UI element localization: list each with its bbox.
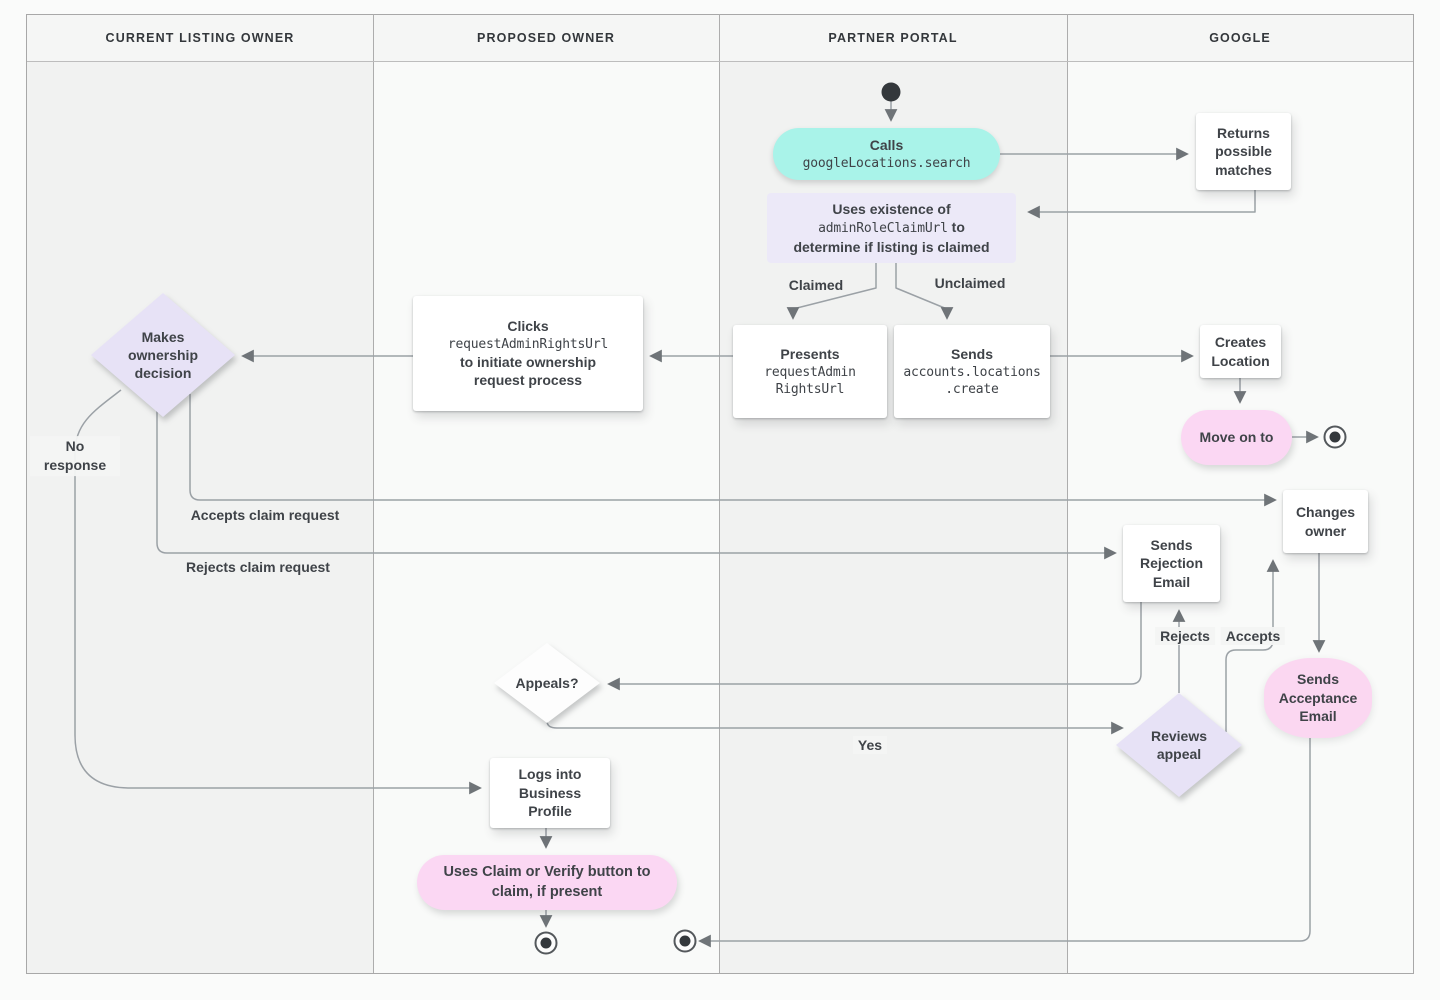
- edge-label-rejects-claim-request: Rejects claim request: [186, 559, 330, 575]
- creates-location-text: Creates Location: [1211, 333, 1270, 369]
- logs-into-business-profile-node: Logs into Business Profile: [490, 758, 610, 828]
- lane-divider: [1067, 14, 1068, 973]
- lane-header-partner-portal: PARTNER PORTAL: [719, 15, 1067, 61]
- edge-label-claimed: Claimed: [788, 277, 844, 293]
- reviews-appeal-text: Reviews appeal: [1150, 727, 1208, 762]
- uses-existence-code: adminRoleClaimUrl: [818, 221, 948, 237]
- presents-code-line2: RightsUrl: [775, 381, 845, 397]
- sends-create-title: Sends: [950, 345, 993, 362]
- sends-rejection-email-node: Sends Rejection Email: [1123, 525, 1220, 602]
- calls-google-locations-search-node: Calls googleLocations.search: [773, 128, 1000, 180]
- clicks-request-admin-rights-url-node: Clicks requestAdminRightsUrl to initiate…: [413, 296, 643, 411]
- presents-title: Presents: [780, 345, 840, 362]
- header-bottom-border: [27, 61, 1413, 62]
- appeals-decision-node: Appeals?: [494, 643, 600, 723]
- uses-existence-line3: determine if listing is claimed: [793, 238, 990, 255]
- edge-label-accepts-claim-request: Accepts claim request: [190, 507, 340, 523]
- uses-existence-line2-suffix: to: [947, 219, 965, 236]
- lane-header-google: GOOGLE: [1067, 15, 1413, 61]
- returns-possible-matches-node: Returns possible matches: [1196, 113, 1291, 190]
- changes-owner-node: Changes owner: [1283, 490, 1368, 553]
- edge-label-yes: Yes: [852, 736, 888, 754]
- lane-header-current-listing-owner: CURRENT LISTING OWNER: [27, 15, 373, 61]
- calls-code: googleLocations.search: [802, 155, 971, 171]
- sends-acceptance-email-text: Sends Acceptance Email: [1278, 671, 1358, 725]
- presents-request-admin-rights-url-node: Presents requestAdmin RightsUrl: [733, 325, 887, 418]
- sends-create-code-line1: accounts.locations: [903, 364, 1041, 380]
- calls-title: Calls: [869, 137, 904, 154]
- end-node-dot: [540, 937, 552, 949]
- edge-label-unclaimed: Unclaimed: [934, 275, 1006, 291]
- sends-acceptance-email-node: Sends Acceptance Email: [1264, 658, 1372, 738]
- makes-ownership-decision-node: Makes ownership decision: [91, 293, 235, 417]
- end-node-move-on: [1323, 425, 1347, 449]
- end-node-dot: [1329, 431, 1341, 443]
- end-node-dot: [679, 935, 691, 947]
- edge-label-no-response: No response: [30, 436, 120, 476]
- reviews-appeal-node: Reviews appeal: [1116, 693, 1242, 797]
- uses-existence-line2: adminRoleClaimUrl to: [818, 218, 965, 237]
- lane-header-proposed-owner: PROPOSED OWNER: [373, 15, 719, 61]
- lane-divider: [719, 14, 720, 973]
- uses-claim-or-verify-node: Uses Claim or Verify button to claim, if…: [417, 855, 677, 910]
- makes-ownership-decision-text: Makes ownership decision: [127, 328, 198, 382]
- start-node: [881, 82, 901, 102]
- uses-existence-node: Uses existence of adminRoleClaimUrl to d…: [767, 193, 1016, 263]
- edge-label-rejects: Rejects: [1155, 627, 1215, 645]
- clicks-rest: to initiate ownership request process: [459, 353, 597, 389]
- sends-rejection-email-text: Sends Rejection Email: [1139, 536, 1203, 590]
- move-on-to-node: Move on to: [1181, 410, 1292, 465]
- move-on-to-text: Move on to: [1199, 429, 1274, 446]
- presents-code-line1: requestAdmin: [764, 364, 856, 380]
- end-node-acceptance: [673, 929, 697, 953]
- clicks-title: Clicks: [507, 317, 549, 334]
- uses-existence-line1: Uses existence of: [832, 200, 951, 217]
- returns-possible-matches-text: Returns possible matches: [1215, 124, 1272, 178]
- appeals-text: Appeals?: [515, 674, 579, 691]
- creates-location-node: Creates Location: [1200, 325, 1281, 378]
- clicks-code: requestAdminRightsUrl: [447, 336, 609, 352]
- lane-proposed-owner: [373, 62, 719, 973]
- end-node-claim: [534, 931, 558, 955]
- sends-accounts-locations-create-node: Sends accounts.locations .create: [894, 325, 1050, 418]
- changes-owner-text: Changes owner: [1295, 503, 1356, 539]
- logs-into-business-profile-text: Logs into Business Profile: [518, 766, 582, 820]
- lane-divider: [373, 14, 374, 973]
- edge-label-accepts: Accepts: [1220, 627, 1286, 645]
- sends-create-code-line2: .create: [945, 381, 999, 397]
- uses-claim-or-verify-text: Uses Claim or Verify button to claim, if…: [443, 864, 651, 900]
